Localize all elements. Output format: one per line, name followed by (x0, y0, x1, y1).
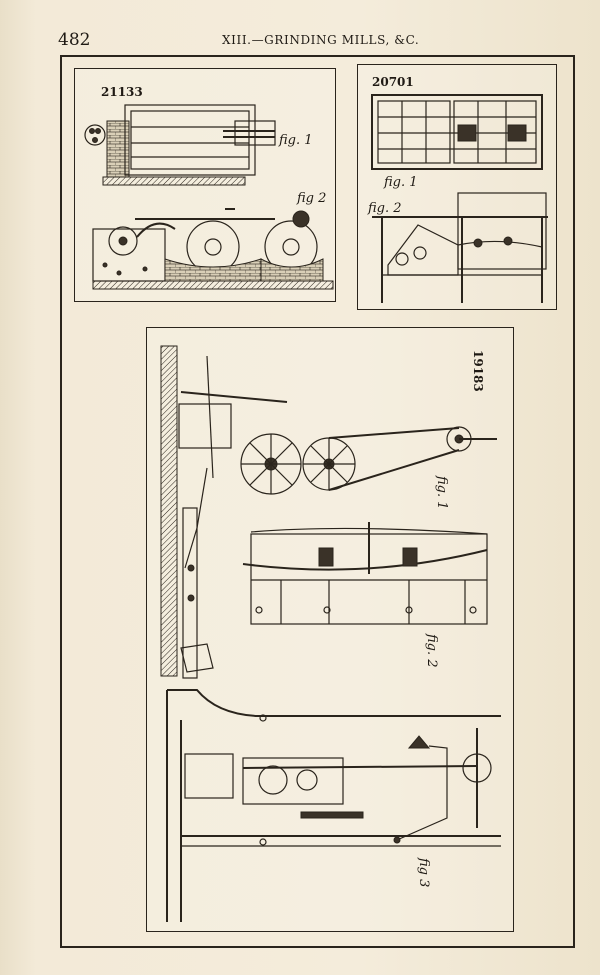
patent-19183-drawing (160, 345, 501, 922)
patent-number: 21133 (101, 85, 143, 99)
patent-20701-drawing (371, 94, 548, 303)
patent-20701-panel: 20701 fig. 1 fig. 2 (357, 64, 557, 310)
figure-label: fig 2 (297, 191, 327, 206)
running-head: XIII.—GRINDING MILLS, &C. (222, 33, 420, 47)
figure-label: fig. 1 (279, 133, 313, 148)
patent-21133-panel: 21133 fig. 1 fig 2 (74, 68, 336, 302)
patent-number: 20701 (372, 75, 414, 89)
figure-label: fig. 2 (368, 201, 402, 216)
page-number: 482 (58, 30, 91, 50)
plate-frame (60, 55, 575, 948)
patent-21133-drawing (84, 104, 334, 290)
patent-19183-panel: 19183 fig. 1 fig. 2 fig 3 (146, 327, 514, 932)
figure-label: fig. 1 (384, 175, 418, 190)
